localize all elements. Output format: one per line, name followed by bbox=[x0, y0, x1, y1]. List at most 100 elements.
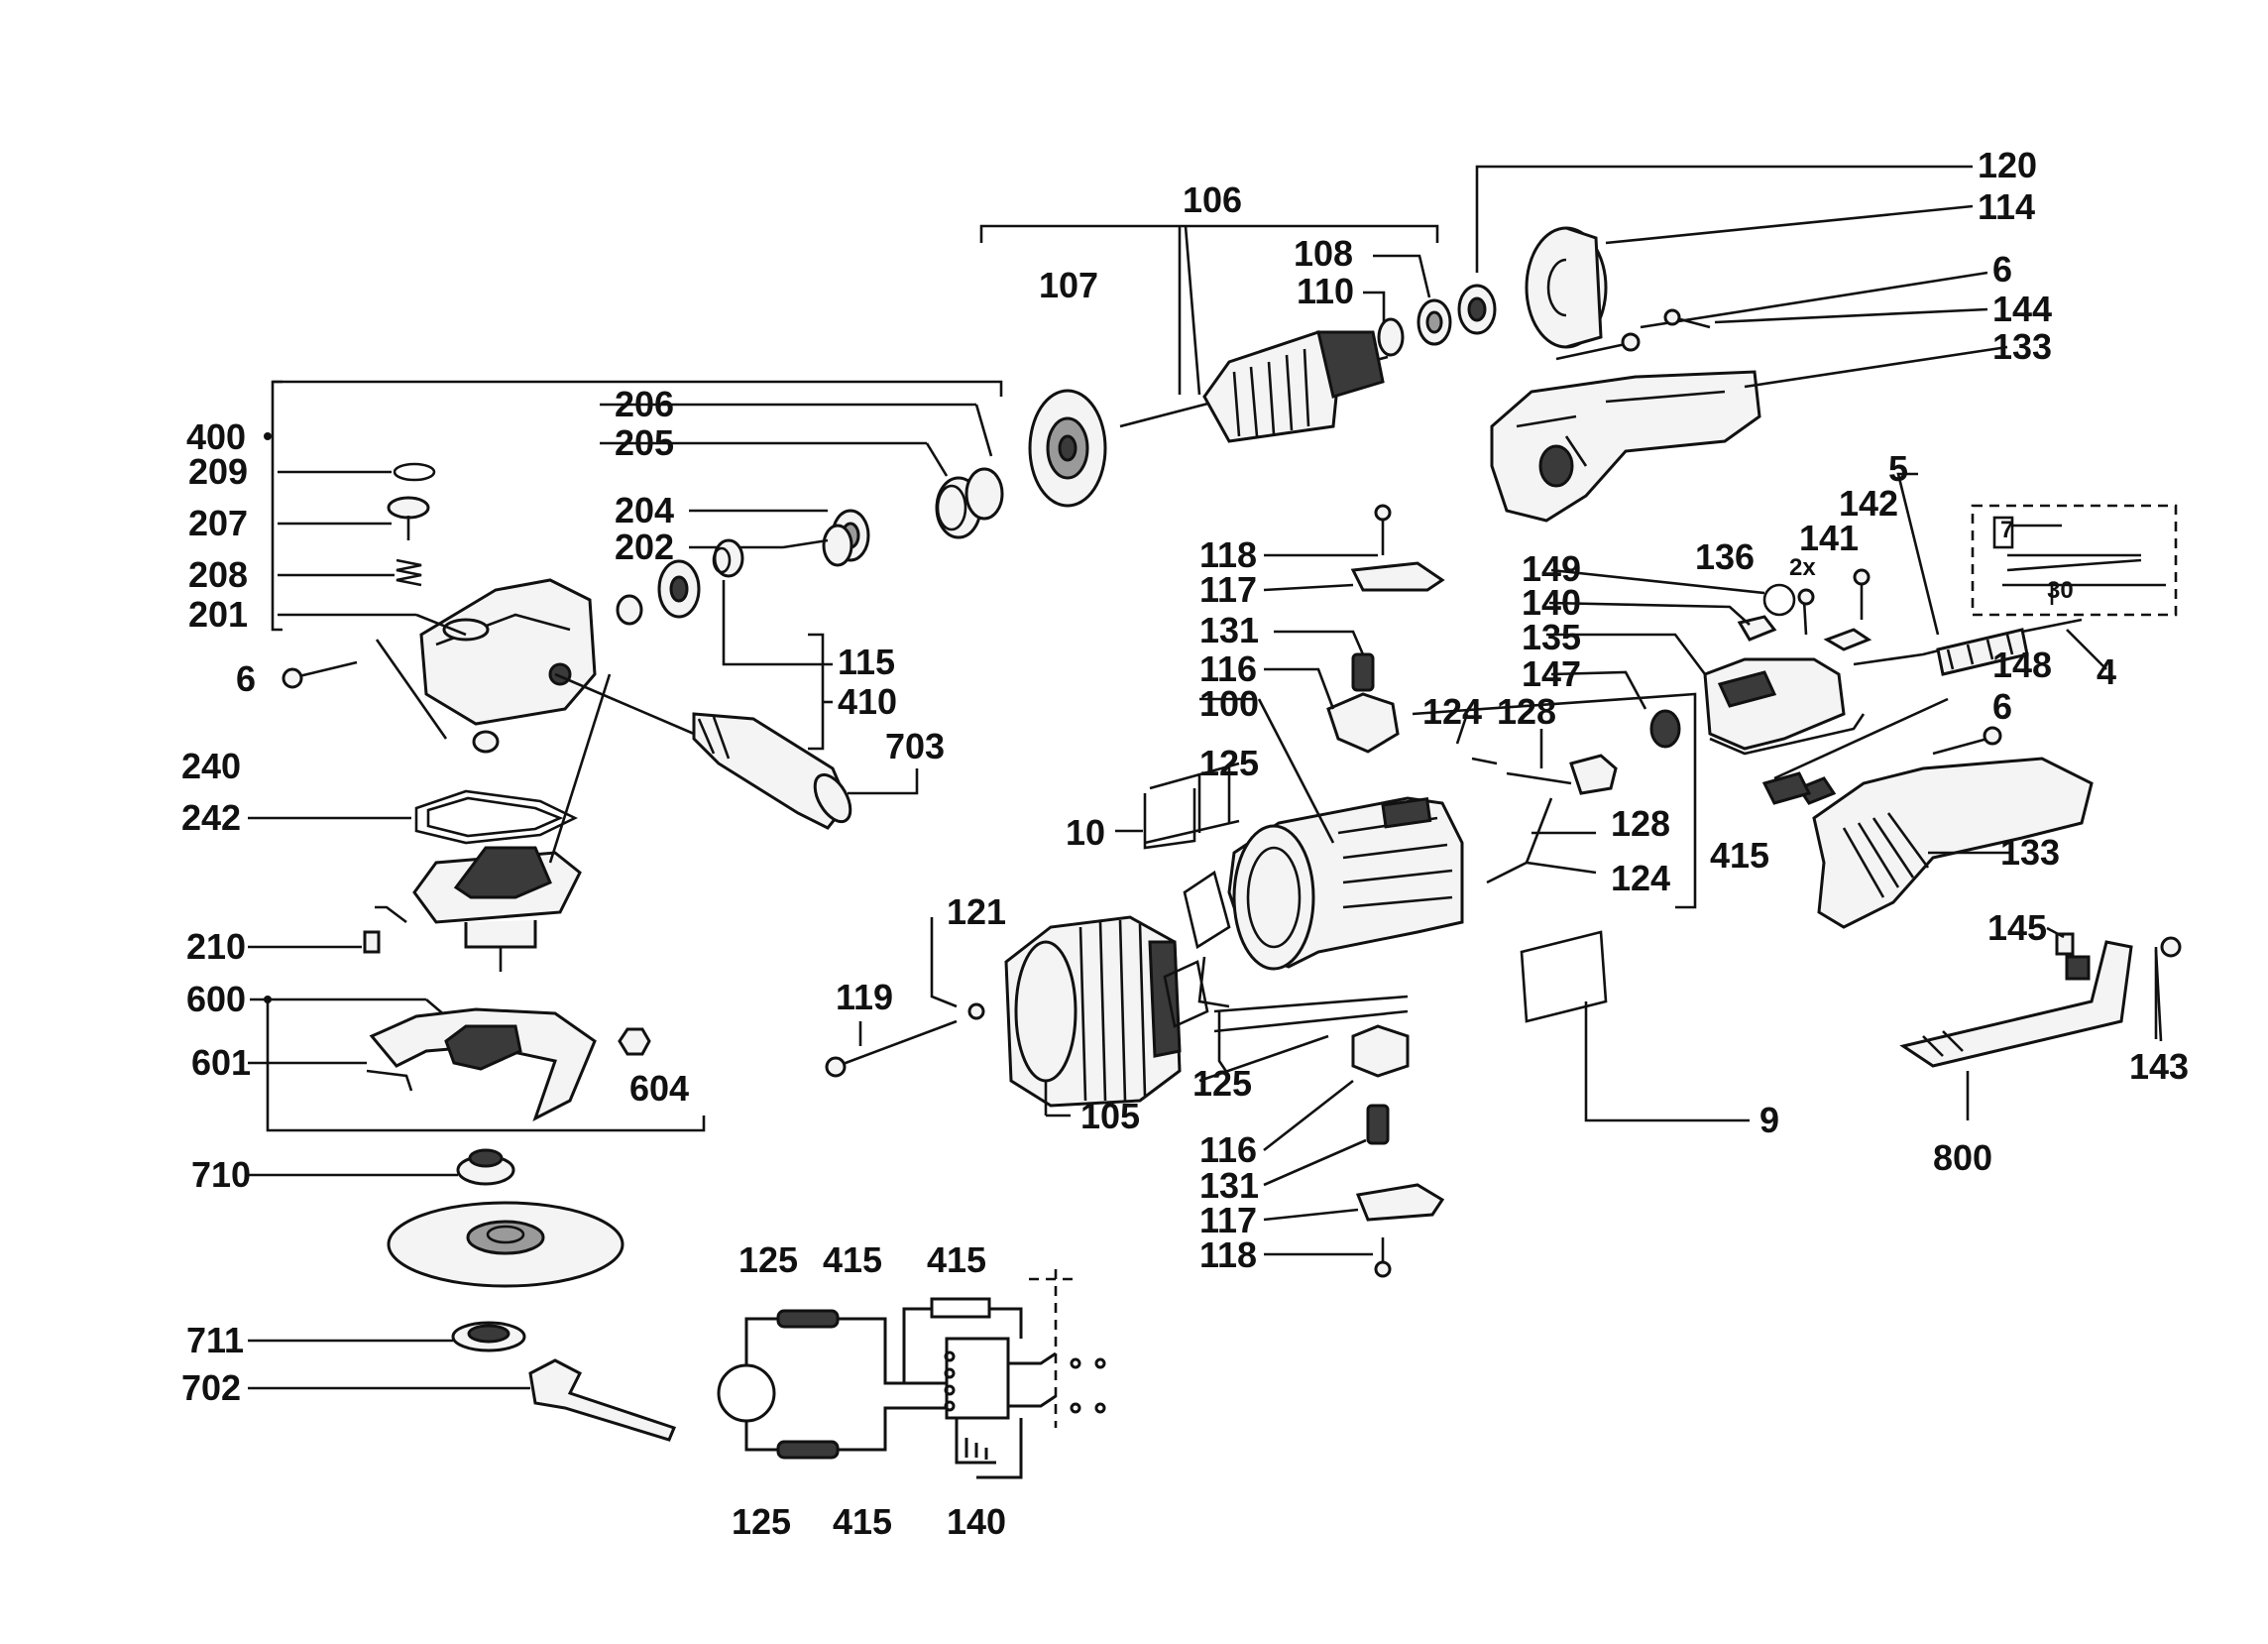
label-9: 9 bbox=[1759, 1100, 1779, 1140]
support-800 bbox=[1899, 926, 2182, 1120]
label-118-bottom: 118 bbox=[1199, 1234, 1257, 1275]
label-202: 202 bbox=[615, 527, 674, 567]
part-labels: 120 114 106 107 108 110 6 144 133 400 20… bbox=[181, 145, 2189, 1542]
handle-133-bottom bbox=[1761, 697, 2094, 929]
label-6-left: 6 bbox=[236, 658, 256, 699]
side-handle-703 bbox=[554, 672, 919, 830]
label-145: 145 bbox=[1987, 907, 2047, 948]
label-208: 208 bbox=[188, 554, 248, 595]
switch-parts-136-141 bbox=[1548, 568, 1872, 651]
bearing-108 bbox=[1417, 298, 1452, 346]
label-106: 106 bbox=[1183, 179, 1242, 220]
armature-106 bbox=[1202, 330, 1385, 443]
label-206: 206 bbox=[615, 384, 674, 424]
label-141: 141 bbox=[1799, 518, 1859, 558]
brush-holder-bottom bbox=[1198, 995, 1445, 1278]
label-133-top: 133 bbox=[1992, 326, 2052, 367]
label-415-schematic-bottom: 415 bbox=[833, 1501, 892, 1542]
label-125-schematic-bottom: 125 bbox=[732, 1501, 791, 1542]
label-108: 108 bbox=[1294, 233, 1353, 274]
label-400: 400 bbox=[186, 416, 246, 457]
bearing-120 bbox=[1457, 284, 1497, 335]
label-10: 10 bbox=[1066, 812, 1105, 853]
label-415-schematic-top-right: 415 bbox=[927, 1239, 986, 1280]
gear-housing-133-top bbox=[1490, 271, 2008, 523]
label-415: 415 bbox=[1710, 835, 1769, 876]
gasket-242 bbox=[248, 789, 578, 845]
armature-107-gear bbox=[1028, 389, 1107, 508]
label-142: 142 bbox=[1839, 483, 1898, 524]
label-133-bottom: 133 bbox=[2000, 832, 2060, 873]
label-240: 240 bbox=[181, 746, 241, 786]
label-147: 147 bbox=[1522, 653, 1581, 694]
label-136: 136 bbox=[1695, 536, 1755, 577]
label-148: 148 bbox=[1992, 645, 2052, 685]
bracket-106 bbox=[979, 224, 1439, 243]
label-800: 800 bbox=[1933, 1137, 1992, 1178]
guard-600 bbox=[248, 996, 706, 1132]
label-125-top: 125 bbox=[1199, 743, 1259, 783]
label-plate-10 bbox=[1115, 762, 1240, 1028]
label-135: 135 bbox=[1522, 617, 1581, 657]
label-117-bottom: 117 bbox=[1199, 1200, 1257, 1240]
label-601: 601 bbox=[191, 1042, 251, 1083]
label-604: 604 bbox=[629, 1068, 689, 1109]
screw-119 bbox=[825, 917, 985, 1078]
motor-housing-100 bbox=[1199, 697, 1464, 971]
label-131-bottom: 131 bbox=[1199, 1165, 1259, 1206]
gear-head-400 bbox=[264, 380, 1003, 754]
brush-holder-top bbox=[1263, 504, 1445, 754]
label-125-bottom: 125 bbox=[1192, 1063, 1252, 1104]
label-7-inset: 7 bbox=[2000, 517, 2013, 543]
label-204: 204 bbox=[615, 490, 674, 530]
label-600: 600 bbox=[186, 979, 246, 1019]
label-124-top: 124 bbox=[1422, 691, 1482, 732]
stator-105 bbox=[1004, 915, 1182, 1117]
label-703: 703 bbox=[885, 726, 945, 766]
label-149: 149 bbox=[1522, 548, 1581, 589]
label-131-top: 131 bbox=[1199, 610, 1259, 650]
label-118-top: 118 bbox=[1199, 534, 1257, 575]
label-115: 115 bbox=[838, 642, 895, 682]
label-711: 711 bbox=[186, 1320, 244, 1360]
fan-baffle-114 bbox=[1525, 226, 1608, 349]
label-119: 119 bbox=[836, 977, 893, 1017]
bearing-110 bbox=[1377, 317, 1405, 357]
label-6-right: 6 bbox=[1992, 686, 2012, 727]
spanner-702 bbox=[248, 1358, 677, 1442]
wiring-schematic bbox=[717, 1269, 1106, 1479]
rubber-147 bbox=[1550, 670, 1681, 749]
clamping-nut-711 bbox=[248, 1321, 526, 1352]
label-117-top: 117 bbox=[1199, 569, 1257, 610]
label-143: 143 bbox=[2129, 1046, 2189, 1087]
label-128-top: 128 bbox=[1497, 691, 1556, 732]
label-116-bottom: 116 bbox=[1199, 1129, 1257, 1170]
cable-inset bbox=[1971, 504, 2178, 617]
label-105: 105 bbox=[1080, 1096, 1140, 1136]
label-114: 114 bbox=[1978, 186, 2035, 227]
label-124-bottom: 124 bbox=[1611, 858, 1670, 898]
label-209: 209 bbox=[188, 451, 248, 492]
label-9 bbox=[1520, 930, 1750, 1122]
label-5: 5 bbox=[1888, 448, 1908, 489]
label-120: 120 bbox=[1978, 145, 2037, 185]
label-4: 4 bbox=[2097, 651, 2116, 692]
flange-710 bbox=[248, 1148, 515, 1186]
cable-4 bbox=[1853, 472, 2107, 676]
label-121: 121 bbox=[947, 891, 1006, 932]
label-702: 702 bbox=[181, 1367, 241, 1408]
label-30-inset: 30 bbox=[2047, 577, 2074, 604]
label-140-top: 140 bbox=[1522, 582, 1581, 623]
label-128-bottom: 128 bbox=[1611, 803, 1670, 844]
label-242: 242 bbox=[181, 797, 241, 838]
label-107: 107 bbox=[1039, 265, 1098, 305]
label-140-schematic: 140 bbox=[947, 1501, 1006, 1542]
label-415-schematic-top-left: 415 bbox=[823, 1239, 882, 1280]
brushes-124-128 bbox=[1412, 692, 1697, 909]
label-710: 710 bbox=[191, 1154, 251, 1195]
armature-assembly bbox=[979, 165, 1974, 508]
bearings-202-206 bbox=[600, 403, 1004, 751]
spindle-flange-210 bbox=[248, 673, 612, 972]
label-207: 207 bbox=[188, 503, 248, 543]
